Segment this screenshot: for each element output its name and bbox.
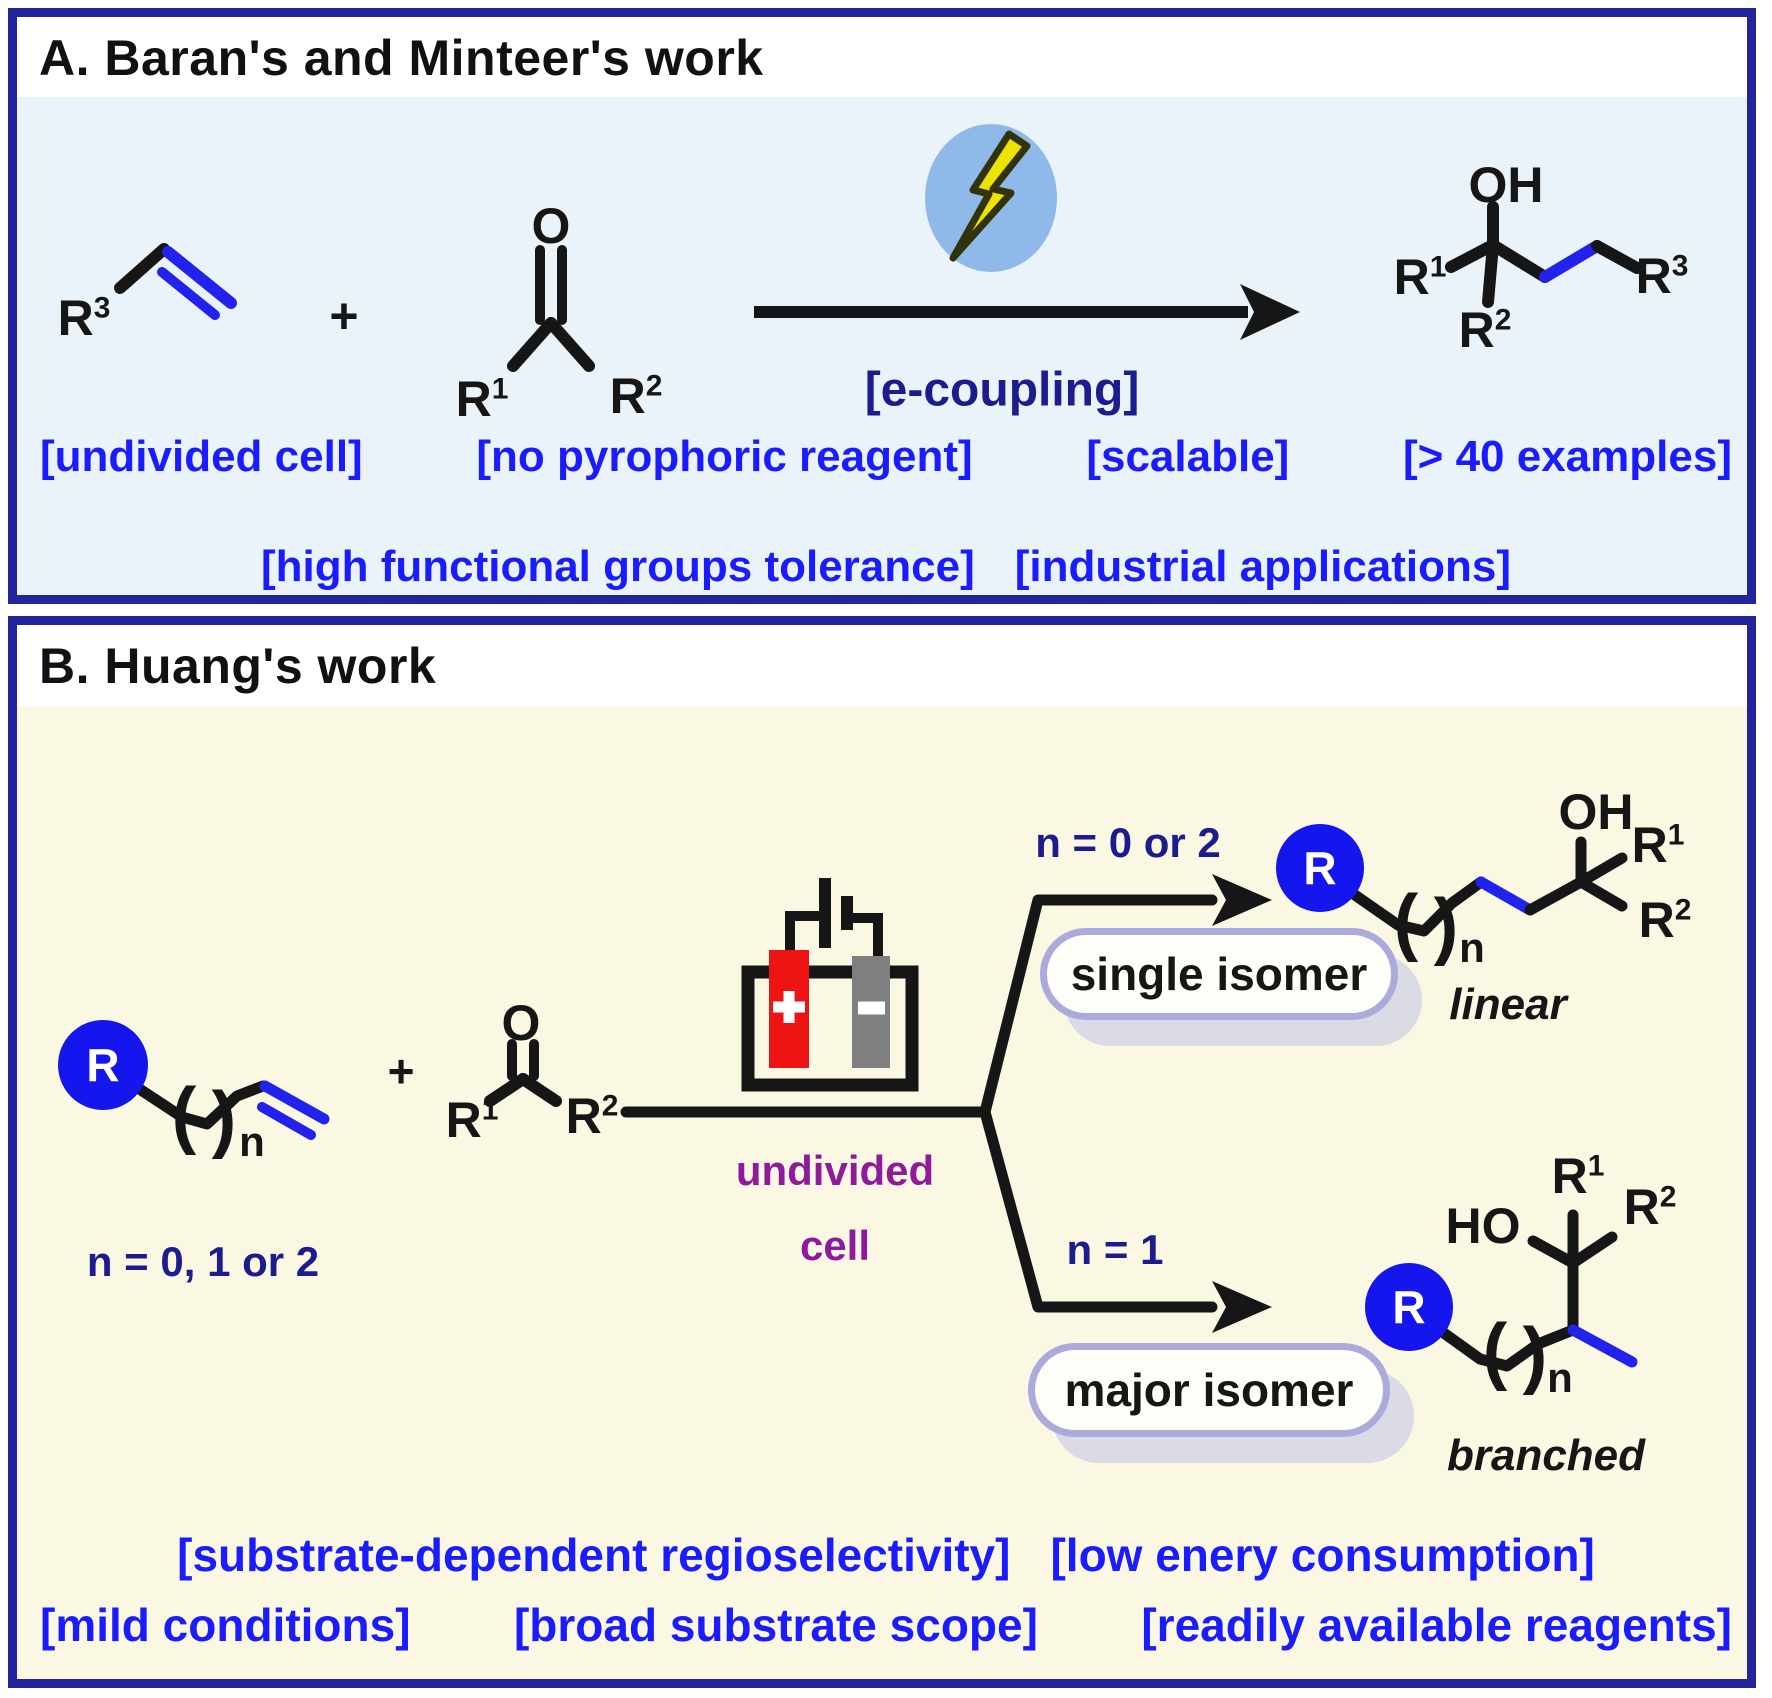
linear-r2-label: R2 bbox=[1638, 892, 1692, 948]
product-r3-label-a: R3 bbox=[1635, 248, 1689, 304]
undivided-cell-label-line1: undivided bbox=[735, 1147, 935, 1194]
n-subscript-linear: n bbox=[1459, 924, 1485, 971]
panel-a-body bbox=[17, 97, 1747, 595]
feature-item: [substrate-dependent regioselectivity] bbox=[177, 1529, 1011, 1581]
panel-b: B. Huang's work bbox=[8, 616, 1756, 1688]
linear-r1-label: R1 bbox=[1631, 817, 1685, 873]
feature-item: [no pyrophoric reagent] bbox=[476, 432, 973, 481]
r-circle-text-branched: R bbox=[1392, 1281, 1426, 1333]
linear-oh-label: OH bbox=[1558, 784, 1634, 840]
n-values-note: n = 0, 1 or 2 bbox=[86, 1238, 320, 1285]
r-circle-text-reactant: R bbox=[86, 1039, 120, 1091]
major-isomer-badge: major isomer bbox=[1028, 1343, 1390, 1437]
plus-sign-b: + bbox=[387, 1045, 415, 1097]
panel-a-features-row1: [undivided cell] [no pyrophoric reagent]… bbox=[40, 432, 1732, 482]
feature-item: [broad substrate scope] bbox=[513, 1599, 1038, 1651]
branched-ho-label: HO bbox=[1445, 1198, 1521, 1254]
panel-b-features-row2: [mild conditions] [broad substrate scope… bbox=[40, 1598, 1732, 1652]
feature-item: [industrial applications] bbox=[1014, 542, 1512, 591]
feature-item: [low enery consumption] bbox=[1050, 1529, 1595, 1581]
paren-open-branched: ( bbox=[1482, 1308, 1508, 1392]
product-r1-label-a: R1 bbox=[1393, 249, 1447, 305]
product-oh-label-a: OH bbox=[1468, 157, 1544, 213]
branched-r1-label: R1 bbox=[1551, 1148, 1605, 1204]
undivided-cell-label-line2: cell bbox=[799, 1222, 871, 1269]
panel-a-features-row2: [high functional groups tolerance] [indu… bbox=[40, 542, 1732, 592]
major-isomer-text: major isomer bbox=[1064, 1364, 1354, 1416]
ketone-r1-label-b: R1 bbox=[445, 1092, 499, 1148]
feature-item: [high functional groups tolerance] bbox=[260, 542, 975, 591]
paren-open-reactant: ( bbox=[171, 1072, 197, 1156]
single-isomer-badge: single isomer bbox=[1040, 928, 1398, 1020]
feature-item: [readily available reagents] bbox=[1141, 1599, 1732, 1651]
ketone-o-label-b: O bbox=[501, 995, 541, 1051]
single-isomer-text: single isomer bbox=[1070, 948, 1368, 1000]
feature-item: [undivided cell] bbox=[40, 432, 363, 481]
plus-sign-a: + bbox=[329, 288, 359, 344]
e-coupling-label: [e-coupling] bbox=[864, 363, 1140, 417]
paren-open-linear: ( bbox=[1393, 879, 1419, 963]
ketone-r2-label-b: R2 bbox=[565, 1088, 619, 1144]
branched-product-label: branched bbox=[1446, 1431, 1646, 1480]
paren-close-reactant: ) bbox=[211, 1076, 237, 1160]
ketone-r1-label-a: R1 bbox=[455, 371, 509, 427]
condition-top: n = 0 or 2 bbox=[1035, 819, 1221, 866]
ketone-o-label-a: O bbox=[531, 198, 571, 254]
panel-a-title: A. Baran's and Minteer's work bbox=[39, 30, 764, 86]
paren-close-linear: ) bbox=[1433, 883, 1459, 967]
product-r2-label-a: R2 bbox=[1458, 302, 1512, 358]
panel-b-features-row1: [substrate-dependent regioselectivity] [… bbox=[40, 1528, 1732, 1582]
n-subscript-branched: n bbox=[1547, 1354, 1573, 1401]
ketone-r2-label-a: R2 bbox=[609, 368, 663, 424]
n-subscript-reactant: n bbox=[239, 1118, 265, 1165]
branched-r2-label: R2 bbox=[1623, 1179, 1677, 1235]
r-circle-text-linear: R bbox=[1303, 842, 1337, 894]
panel-b-body bbox=[17, 707, 1747, 1679]
paren-close-branched: ) bbox=[1522, 1312, 1548, 1396]
panel-a: A. Baran's and Minteer's work bbox=[8, 8, 1756, 604]
condition-bottom: n = 1 bbox=[1066, 1226, 1164, 1273]
feature-item: [> 40 examples] bbox=[1403, 432, 1732, 481]
alkene-r3-label: R3 bbox=[57, 290, 111, 346]
feature-item: [scalable] bbox=[1086, 432, 1290, 481]
linear-product-label: linear bbox=[1449, 980, 1567, 1029]
panel-b-title: B. Huang's work bbox=[39, 638, 437, 694]
feature-item: [mild conditions] bbox=[40, 1599, 411, 1651]
